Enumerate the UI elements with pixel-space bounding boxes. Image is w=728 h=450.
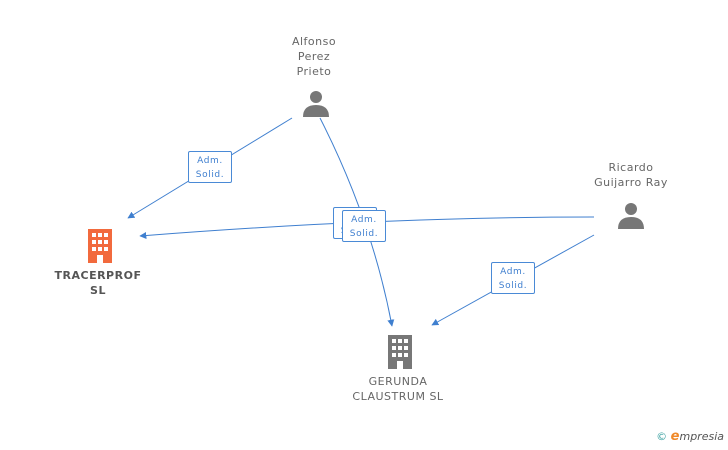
role-badge: Adm. Solid. [342,210,386,242]
copyright-symbol: © [656,430,668,443]
person-icon[interactable] [617,201,645,229]
person-icon[interactable] [302,89,330,117]
person-label-alfonso[interactable]: Alfonso Perez Prieto [291,35,337,78]
person-label-ricardo[interactable]: Ricardo Guijarro Ray [594,161,668,189]
brand-logo: empresia [670,429,724,444]
role-badge: Adm. Solid. [491,262,535,294]
company-label-tracerprof[interactable]: TRACERPROF SL [54,269,142,297]
building-icon[interactable] [386,335,414,369]
brand-watermark: © empresia [656,429,724,444]
building-icon[interactable] [86,229,114,263]
role-badge: Adm. Solid. [188,151,232,183]
company-label-gerunda[interactable]: GERUNDA CLAUSTRUM SL [352,375,444,403]
